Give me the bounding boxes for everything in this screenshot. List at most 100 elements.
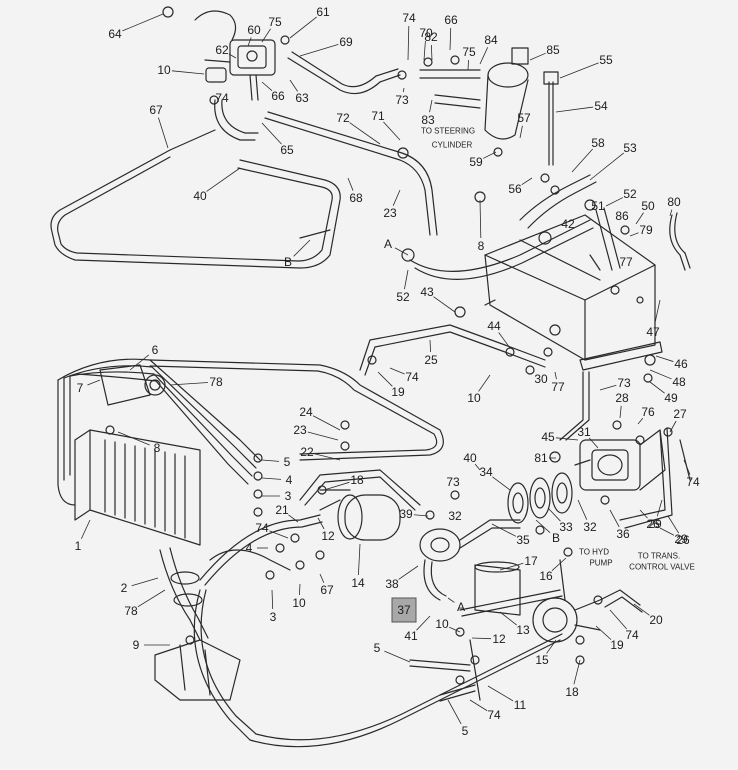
callout-text: 83 xyxy=(421,113,435,127)
callout-text: A xyxy=(384,237,392,251)
callout-text: 71 xyxy=(371,109,385,123)
leader-line xyxy=(261,477,282,480)
callout-number: 43 xyxy=(420,285,434,299)
callout-text: 3 xyxy=(270,610,277,624)
leader-line xyxy=(171,70,205,75)
callout-text: 40 xyxy=(463,451,477,465)
leader-line xyxy=(122,13,164,32)
callout-number: 52 xyxy=(623,187,637,201)
callout-number: 51 xyxy=(591,199,605,213)
callout-number: 74 xyxy=(625,628,639,642)
leader-line xyxy=(228,53,237,59)
callout-number: 6 xyxy=(152,343,159,357)
leader-line xyxy=(349,122,381,145)
leader-line xyxy=(430,44,433,61)
callout-text: 74 xyxy=(215,91,229,105)
leader-line xyxy=(314,453,341,461)
leader-line xyxy=(589,152,625,181)
callout-number: 5 xyxy=(462,724,469,738)
leader-line xyxy=(416,615,431,631)
callout-number: 78 xyxy=(209,375,223,389)
callout-number: 40 xyxy=(463,451,477,465)
leader-line xyxy=(117,431,150,446)
callout-number: 10 xyxy=(467,391,481,405)
callout-number: 74 xyxy=(686,475,700,489)
callout-text: 49 xyxy=(664,391,678,405)
callout-text: A xyxy=(457,600,465,614)
callout-text: 8 xyxy=(154,441,161,455)
leader-line xyxy=(639,509,648,519)
callout-note: TO TRANS. xyxy=(638,552,680,561)
callout-number: 52 xyxy=(396,290,410,304)
callout-number: 30 xyxy=(534,372,548,386)
leader-line xyxy=(637,417,644,425)
callout-number: 8 xyxy=(478,239,485,253)
leader-line xyxy=(261,459,280,462)
leader-line xyxy=(469,699,488,712)
callout-number: 10 xyxy=(157,63,171,77)
callout-number: 42 xyxy=(561,217,575,231)
callout-text: 2 xyxy=(121,581,128,595)
callout-number: 74 xyxy=(215,91,229,105)
leader-line xyxy=(467,59,469,71)
leader-line xyxy=(299,43,339,57)
leader-line xyxy=(288,514,299,523)
callout-text: 23 xyxy=(383,206,397,220)
callout-text: 86 xyxy=(615,209,629,223)
callout-text: 41 xyxy=(404,629,418,643)
leader-line xyxy=(312,415,341,431)
leader-line xyxy=(80,519,91,539)
leader-line xyxy=(478,374,491,392)
callout-number: 19 xyxy=(610,638,624,652)
callout-text: 66 xyxy=(271,89,285,103)
callout-text: 68 xyxy=(349,191,363,205)
callout-number: 21 xyxy=(275,503,289,517)
callout-number: 73 xyxy=(395,93,409,107)
callout-text: 27 xyxy=(673,407,687,421)
callout-text: 37 xyxy=(397,603,411,617)
callout-text: 18 xyxy=(565,685,579,699)
callout-text: 8 xyxy=(478,239,485,253)
leader-line xyxy=(87,379,101,386)
callout-number: 3 xyxy=(285,489,292,503)
callout-text: 47 xyxy=(646,325,660,339)
leader-line xyxy=(482,151,497,159)
callout-text: 6 xyxy=(152,343,159,357)
leader-line xyxy=(307,431,339,441)
callout-text: 77 xyxy=(551,380,565,394)
callout-text: 58 xyxy=(591,136,605,150)
callout-number: 63 xyxy=(295,91,309,105)
callout-number: 19 xyxy=(391,385,405,399)
callout-number: 20 xyxy=(649,613,663,627)
callout-number: 45 xyxy=(541,430,555,444)
leader-line xyxy=(407,25,410,61)
callout-number: 12 xyxy=(492,632,506,646)
callout-text: 32 xyxy=(448,509,462,523)
leader-line xyxy=(413,514,429,517)
callout-text: 46 xyxy=(674,357,688,371)
callout-text: 74 xyxy=(686,475,700,489)
callout-number: 65 xyxy=(280,143,294,157)
leader-line xyxy=(261,28,271,43)
callout-number: 84 xyxy=(484,33,498,47)
callout-number: 9 xyxy=(133,638,140,652)
leader-line xyxy=(319,573,325,583)
leader-line xyxy=(247,37,252,47)
note-text: PUMP xyxy=(589,559,612,568)
callout-text: 3 xyxy=(285,489,292,503)
callout-text: 16 xyxy=(539,569,553,583)
callout-text: 33 xyxy=(559,520,573,534)
callout-number: 55 xyxy=(599,53,613,67)
callout-text: 21 xyxy=(275,503,289,517)
callout-text: 14 xyxy=(351,576,365,590)
callout-number: 11 xyxy=(514,698,527,712)
callout-number: 18 xyxy=(565,685,579,699)
callout-text: 19 xyxy=(391,385,405,399)
leader-line xyxy=(429,99,433,113)
callout-number: 37 xyxy=(391,597,417,623)
leader-line xyxy=(289,16,317,39)
callout-number: 76 xyxy=(641,405,655,419)
leader-line xyxy=(492,476,511,491)
leader-line xyxy=(129,354,150,371)
callout-text: 23 xyxy=(293,423,307,437)
